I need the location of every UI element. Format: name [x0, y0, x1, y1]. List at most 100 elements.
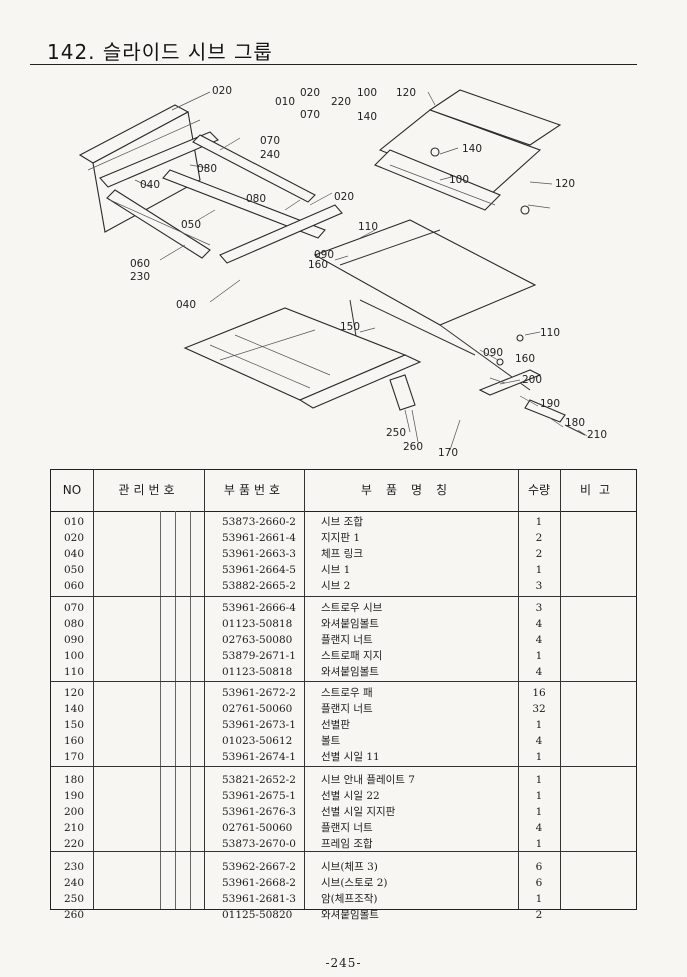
leader-lines [134, 91, 588, 451]
row-part-no: 53873-2670-0 [222, 838, 296, 850]
group-divider [51, 766, 636, 767]
row-part-no: 53961-2661-4 [222, 532, 296, 544]
row-part-no: 53961-2666-4 [222, 602, 296, 614]
page-title: 142. 슬라이드 시브 그룹 [47, 40, 273, 64]
row-qty: 1 [535, 516, 543, 528]
title-underline [30, 64, 637, 65]
diagram-label: 070 [260, 135, 280, 147]
row-part-no: 53879-2671-1 [222, 650, 296, 662]
diagram-label: 020 [334, 191, 354, 203]
column-divider [175, 511, 176, 909]
row-qty: 4 [535, 735, 543, 747]
row-no: 230 [64, 861, 85, 873]
row-no: 180 [64, 774, 85, 786]
column-divider [190, 511, 191, 909]
group-divider [51, 681, 636, 682]
diagram-label: 160 [308, 259, 328, 271]
row-part-no: 53961-2668-2 [222, 877, 296, 889]
row-part-no: 53961-2674-1 [222, 751, 296, 763]
diagram-label: 250 [386, 427, 406, 439]
row-qty: 3 [535, 580, 543, 592]
row-part-name: 볼트 [321, 735, 341, 747]
row-qty: 16 [532, 687, 546, 699]
diagram-label: 100 [357, 87, 377, 99]
rail-assembly-left [78, 104, 343, 264]
row-no: 070 [64, 602, 85, 614]
diagram-label: 190 [540, 398, 560, 410]
diagram-label: 210 [587, 429, 607, 441]
row-qty: 1 [535, 838, 543, 850]
diagram-label: 040 [140, 179, 160, 191]
diagram-label: 040 [176, 299, 196, 311]
row-no: 250 [64, 893, 85, 905]
header-part-no: 부품번호 [223, 483, 285, 497]
row-qty: 1 [535, 564, 543, 576]
header-mgmt-no: 관리번호 [118, 483, 179, 497]
row-no: 260 [64, 909, 85, 921]
diagram-label: 230 [130, 271, 150, 283]
row-part-no: 53821-2652-2 [222, 774, 296, 786]
row-qty: 2 [535, 532, 543, 544]
row-part-no: 53961-2673-1 [222, 719, 296, 731]
row-qty: 1 [535, 790, 543, 802]
sorting-plate [183, 307, 422, 411]
table-row: 180 53821-2652-2 시브 안내 플레이트 7 1 [51, 772, 636, 788]
column-divider [93, 470, 94, 909]
row-no: 200 [64, 806, 85, 818]
row-part-name: 플랜지 너트 [321, 634, 373, 646]
row-part-name: 시브 안내 플레이트 7 [321, 774, 415, 786]
row-no: 220 [64, 838, 85, 850]
table-header: NO 관리번호 부품번호 부품명칭 수량 비고 [51, 470, 636, 512]
row-part-name: 프레임 조합 [321, 838, 373, 850]
row-qty: 4 [535, 666, 543, 678]
row-qty: 1 [535, 774, 543, 786]
diagram-label: 060 [130, 258, 150, 270]
row-no: 060 [64, 580, 85, 592]
row-part-name: 시브(체프 3) [321, 861, 378, 873]
row-part-no: 01023-50612 [222, 735, 293, 747]
row-qty: 1 [535, 893, 543, 905]
row-part-name: 지지판 1 [321, 532, 360, 544]
row-qty: 3 [535, 602, 543, 614]
diagram-label: 120 [555, 178, 575, 190]
row-part-no: 53961-2681-3 [222, 893, 296, 905]
diagram-label: 120 [396, 87, 416, 99]
seal-parts [478, 334, 586, 436]
diagram-label: 110 [358, 221, 378, 233]
row-qty: 2 [535, 909, 543, 921]
row-qty: 2 [535, 548, 543, 560]
row-part-name: 체프 링크 [321, 548, 363, 560]
diagram-label: 140 [462, 143, 482, 155]
row-part-name: 스트로우 패 [321, 687, 373, 699]
column-divider [518, 470, 519, 909]
header-remark: 비고 [579, 483, 619, 497]
row-part-name: 선별 시일 지지판 [321, 806, 396, 818]
column-divider [160, 511, 161, 909]
diagram-label: 170 [438, 447, 458, 459]
row-part-no: 53962-2667-2 [222, 861, 296, 873]
row-no: 140 [64, 703, 85, 715]
column-divider [304, 470, 305, 909]
row-part-name: 시브 1 [321, 564, 351, 576]
diagram-label: 200 [522, 374, 542, 386]
row-qty: 4 [535, 618, 543, 630]
row-part-no: 01123-50818 [222, 666, 293, 678]
row-part-no: 02763-50080 [222, 634, 293, 646]
row-qty: 6 [535, 861, 543, 873]
row-part-no: 01125-50820 [222, 909, 293, 921]
row-part-no: 02761-50060 [222, 822, 293, 834]
column-divider [204, 470, 205, 909]
row-part-name: 시브 2 [321, 580, 351, 592]
row-part-no: 53961-2663-3 [222, 548, 296, 560]
row-no: 010 [64, 516, 85, 528]
